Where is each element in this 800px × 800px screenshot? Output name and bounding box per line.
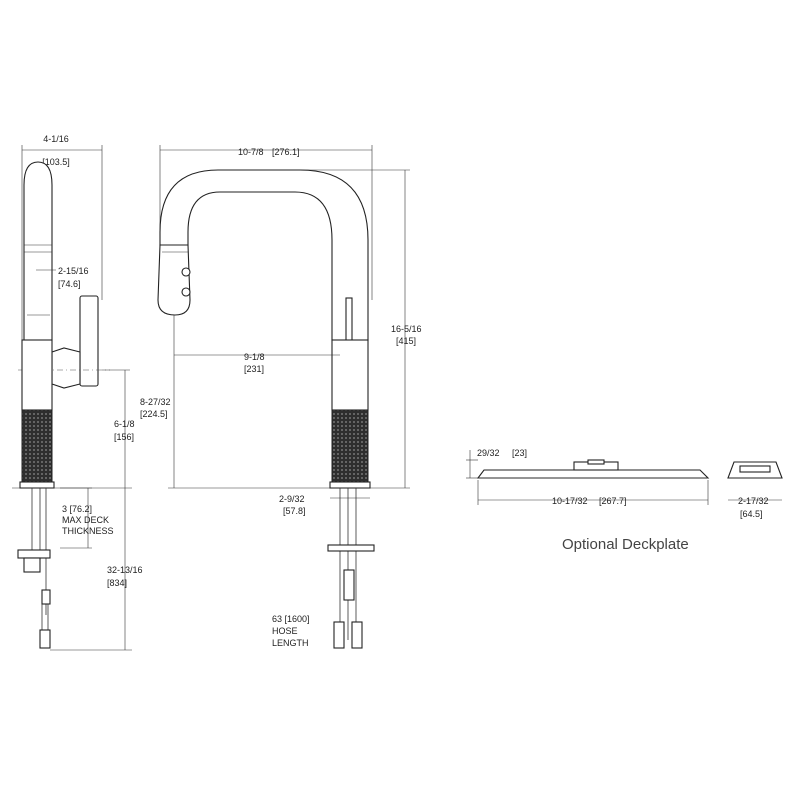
deckplate-height-imperial: 29/32: [477, 448, 500, 458]
front-height-imperial: 16-5/16: [391, 324, 422, 334]
side-handle-lever: [79, 295, 99, 387]
side-width-imperial: 4-1/16: [43, 134, 69, 144]
deckplate-depth-imperial: 2-17/32: [738, 496, 769, 506]
side-shank-length-imperial: 32-13/16: [107, 565, 143, 575]
side-body-upper: [21, 339, 53, 411]
front-hose-end-right: [351, 621, 363, 649]
side-handle-hub: [51, 347, 81, 389]
front-body-upper: [331, 339, 369, 411]
front-hose-fitting: [343, 569, 355, 601]
deckplate-length-metric: [267.7]: [599, 496, 627, 506]
front-hose-1: 63 [1600]: [272, 614, 310, 624]
front-base-dia-imperial: 2-9/32: [279, 494, 305, 504]
side-hose-fitting: [41, 589, 51, 605]
side-handle-height-imperial: 6-1/8: [114, 419, 135, 429]
front-hose-2: HOSE: [272, 626, 298, 636]
deckplate-height-metric: [23]: [512, 448, 527, 458]
deckplate-length-imperial: 10-17/32: [552, 496, 588, 506]
side-offset-imperial: 2-15/16: [58, 266, 89, 276]
side-width-metric: [103.5]: [42, 157, 70, 167]
side-deck-thk-1: 3 [76.2]: [62, 504, 92, 514]
front-reach-imperial: 9-1/8: [244, 352, 265, 362]
deckplate-hub-top: [587, 459, 605, 465]
front-hose-end-left: [333, 621, 345, 649]
side-mount-nut: [17, 549, 51, 559]
front-view: 10-7/8 [276.1] 16-5/16 [415] 9-1/8 [231]…: [140, 145, 422, 649]
side-shank-length-metric: [834]: [107, 578, 127, 588]
front-clearance-imperial: 8-27/32: [140, 397, 171, 407]
deckplate-end-hub: [739, 465, 771, 473]
front-body-knurl: [331, 409, 369, 483]
front-spray-button-top: [181, 267, 191, 277]
side-handle-height-metric: [156]: [114, 432, 134, 442]
front-mount-nut: [327, 544, 375, 552]
front-spray-head: [157, 244, 191, 316]
front-base-dia-metric: [57.8]: [283, 506, 306, 516]
side-hose-end: [39, 629, 51, 649]
front-gooseneck: [159, 169, 369, 341]
side-deck-thk-2: MAX DECK: [62, 515, 109, 525]
front-hose-3: LENGTH: [272, 638, 309, 648]
front-spray-button-bottom: [181, 287, 191, 297]
deckplate-view: 29/32 [23] 10-17/32 [267.7] 2-17/32 [64.…: [466, 448, 783, 553]
front-height-metric: [415]: [396, 336, 416, 346]
front-reach-metric: [231]: [244, 364, 264, 374]
front-width-imperial: 10-7/8: [238, 147, 264, 157]
side-mount-bracket: [23, 557, 41, 573]
deckplate-caption: Optional Deckplate: [562, 536, 689, 553]
front-clearance-metric: [224.5]: [140, 409, 168, 419]
side-deck-thk-3: THICKNESS: [62, 526, 114, 536]
deckplate-profile: [476, 469, 710, 479]
front-width-metric: [276.1]: [272, 147, 300, 157]
deckplate-depth-metric: [64.5]: [740, 509, 763, 519]
side-spout-column: [23, 161, 53, 341]
side-base-ring: [19, 481, 55, 489]
side-offset-metric: [74.6]: [58, 279, 81, 289]
side-body-knurl: [21, 409, 53, 483]
side-view: 4-1/16 [103.5] 2-15/16 [74.6] 6-1/8 [156…: [12, 134, 143, 651]
front-base-ring: [329, 481, 371, 489]
